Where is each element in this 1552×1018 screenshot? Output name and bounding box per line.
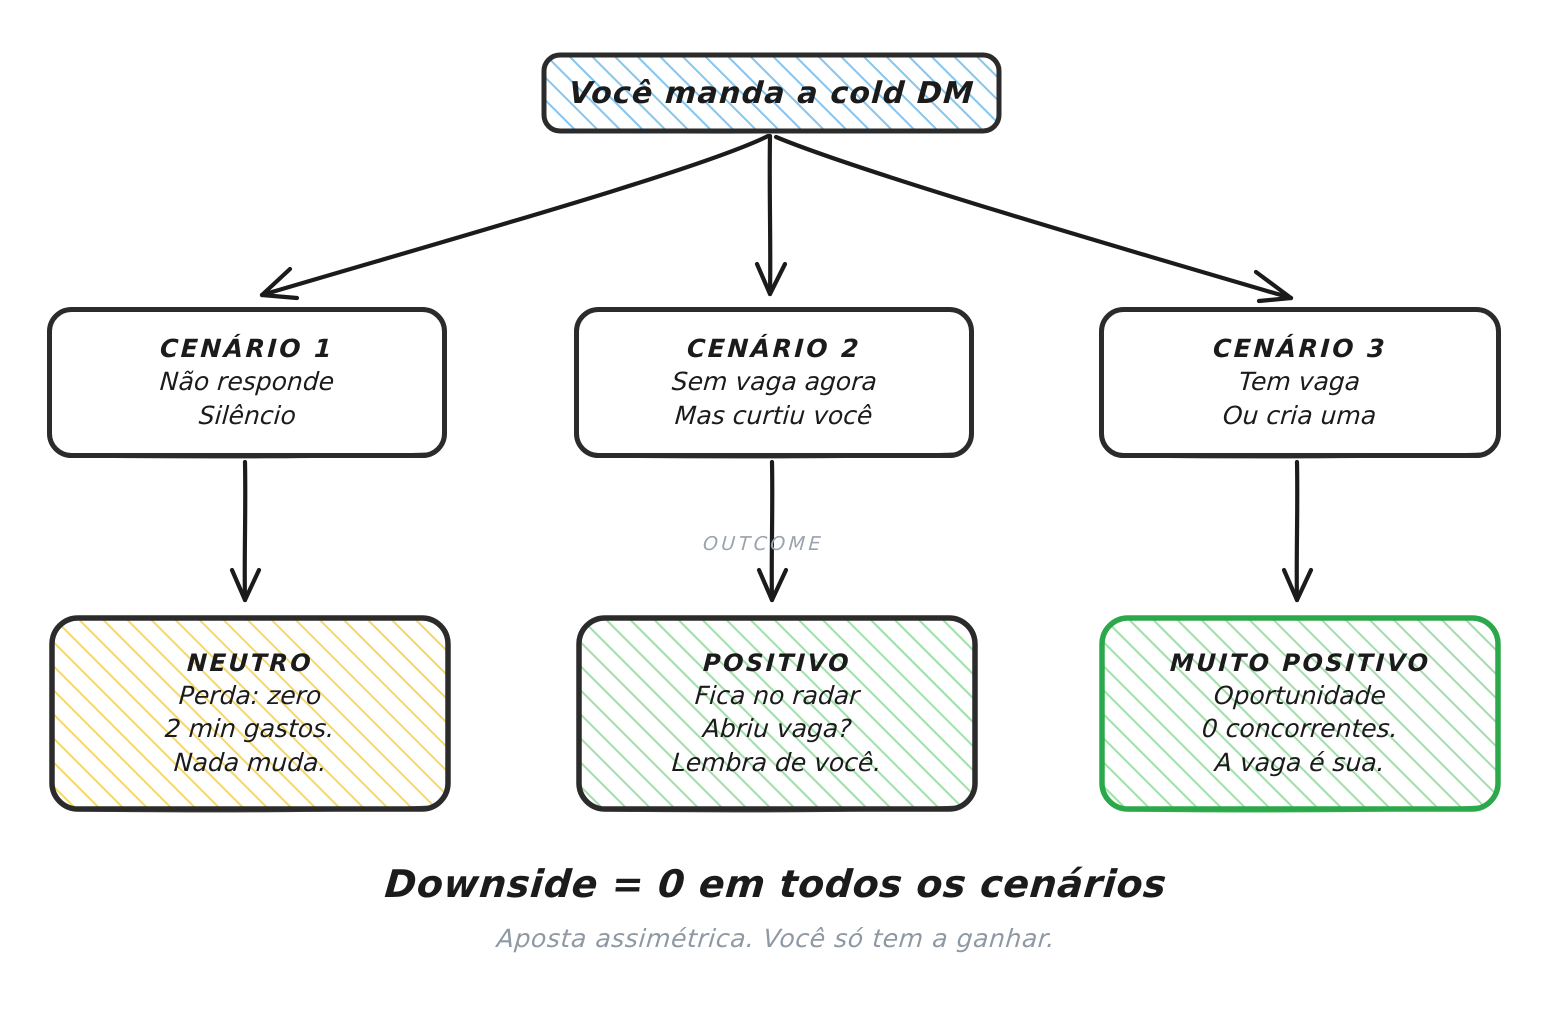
node-outcome-positivo-line-2: Abriu vaga? xyxy=(701,714,853,744)
node-scenario-2-line-2: Mas curtiu você xyxy=(674,400,874,430)
node-root-cold-dm[interactable]: Você manda a cold DM xyxy=(541,52,1002,134)
node-outcome-positivo-line-3: Lembra de você. xyxy=(671,747,883,777)
node-outcome-positivo-frame xyxy=(576,615,978,813)
node-scenario-1-line-1: Não responde xyxy=(158,367,336,396)
node-scenario-2-frame xyxy=(574,307,974,459)
node-scenario-3-line-2: Ou cria uma xyxy=(1222,400,1378,430)
node-scenario-2-title: CENÁRIO 2 xyxy=(686,334,862,363)
edge-scenario-1-to-outcome-1 xyxy=(229,459,262,603)
node-outcome-positivo-title: POSITIVO xyxy=(702,648,852,677)
footer: Downside = 0 em todos os cenários Aposta… xyxy=(0,862,1552,953)
node-scenario-1-title: CENÁRIO 1 xyxy=(159,334,335,363)
node-scenario-2[interactable]: CENÁRIO 2 Sem vaga agora Mas curtiu você xyxy=(573,306,975,459)
node-scenario-3[interactable]: CENÁRIO 3 Tem vaga Ou cria uma xyxy=(1098,306,1502,459)
node-outcome-positivo[interactable]: POSITIVO Fica no radar Abriu vaga? Lembr… xyxy=(575,614,979,813)
node-outcome-neutro-frame xyxy=(49,615,451,813)
footer-headline: Downside = 0 em todos os cenários xyxy=(383,862,1169,906)
edge-root-to-scenario-3 xyxy=(773,134,1294,304)
node-scenario-3-title: CENÁRIO 3 xyxy=(1212,334,1388,363)
node-scenario-3-line-1: Tem vaga xyxy=(1238,367,1362,396)
edge-root-to-scenario-1 xyxy=(259,133,771,301)
node-outcome-neutro-line-3: Nada muda. xyxy=(172,747,328,777)
node-root-label: Você manda a cold DM xyxy=(567,75,976,111)
node-outcome-muito-positivo-line-2: 0 concorrentes. xyxy=(1201,714,1399,744)
edge-scenario-2-to-outcome-2 xyxy=(756,459,789,603)
footer-subline: Aposta assimétrica. Você só tem a ganhar… xyxy=(495,924,1057,953)
edge-root-to-scenario-2 xyxy=(754,133,788,297)
node-scenario-2-line-1: Sem vaga agora xyxy=(670,367,878,396)
node-outcome-muito-positivo-title: MUITO POSITIVO xyxy=(1169,648,1432,677)
node-outcome-positivo-line-1: Fica no radar xyxy=(693,680,861,710)
edge-label-outcome: OUTCOME xyxy=(702,533,825,555)
node-outcome-muito-positivo-frame xyxy=(1099,615,1501,813)
node-outcome-neutro-line-2: 2 min gastos. xyxy=(164,714,336,744)
node-root-frame xyxy=(541,52,1002,134)
edge-scenario-3-to-outcome-3 xyxy=(1281,459,1314,603)
node-outcome-muito-positivo-line-1: Oportunidade xyxy=(1213,680,1388,710)
node-outcome-neutro-line-1: Perda: zero xyxy=(177,680,323,710)
node-scenario-1-line-2: Silêncio xyxy=(197,400,297,430)
node-outcome-muito-positivo[interactable]: MUITO POSITIVO Oportunidade 0 concorrent… xyxy=(1098,614,1502,813)
node-scenario-3-frame xyxy=(1099,307,1501,459)
node-outcome-neutro-title: NEUTRO xyxy=(186,648,314,677)
node-outcome-muito-positivo-line-3: A vaga é sua. xyxy=(1214,747,1386,777)
node-scenario-1[interactable]: CENÁRIO 1 Não responde Silêncio xyxy=(46,306,448,459)
node-outcome-neutro[interactable]: NEUTRO Perda: zero 2 min gastos. Nada mu… xyxy=(48,614,452,813)
node-scenario-1-frame xyxy=(47,307,447,459)
